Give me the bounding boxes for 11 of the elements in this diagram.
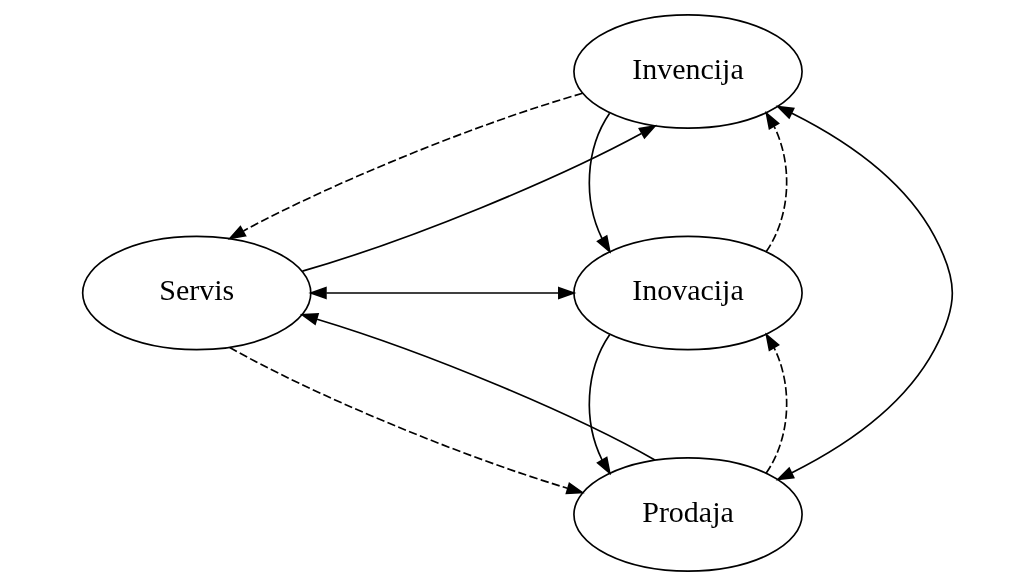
arrow [775, 105, 954, 481]
arrow [308, 286, 577, 300]
arrow [765, 111, 788, 253]
node-ellipse: Servis [81, 235, 312, 351]
arrow [588, 333, 612, 476]
arrow [588, 112, 612, 254]
arrow [301, 124, 658, 272]
arrow [299, 313, 656, 461]
arrow [227, 92, 584, 240]
arrow [228, 346, 585, 495]
arrow [765, 332, 788, 474]
